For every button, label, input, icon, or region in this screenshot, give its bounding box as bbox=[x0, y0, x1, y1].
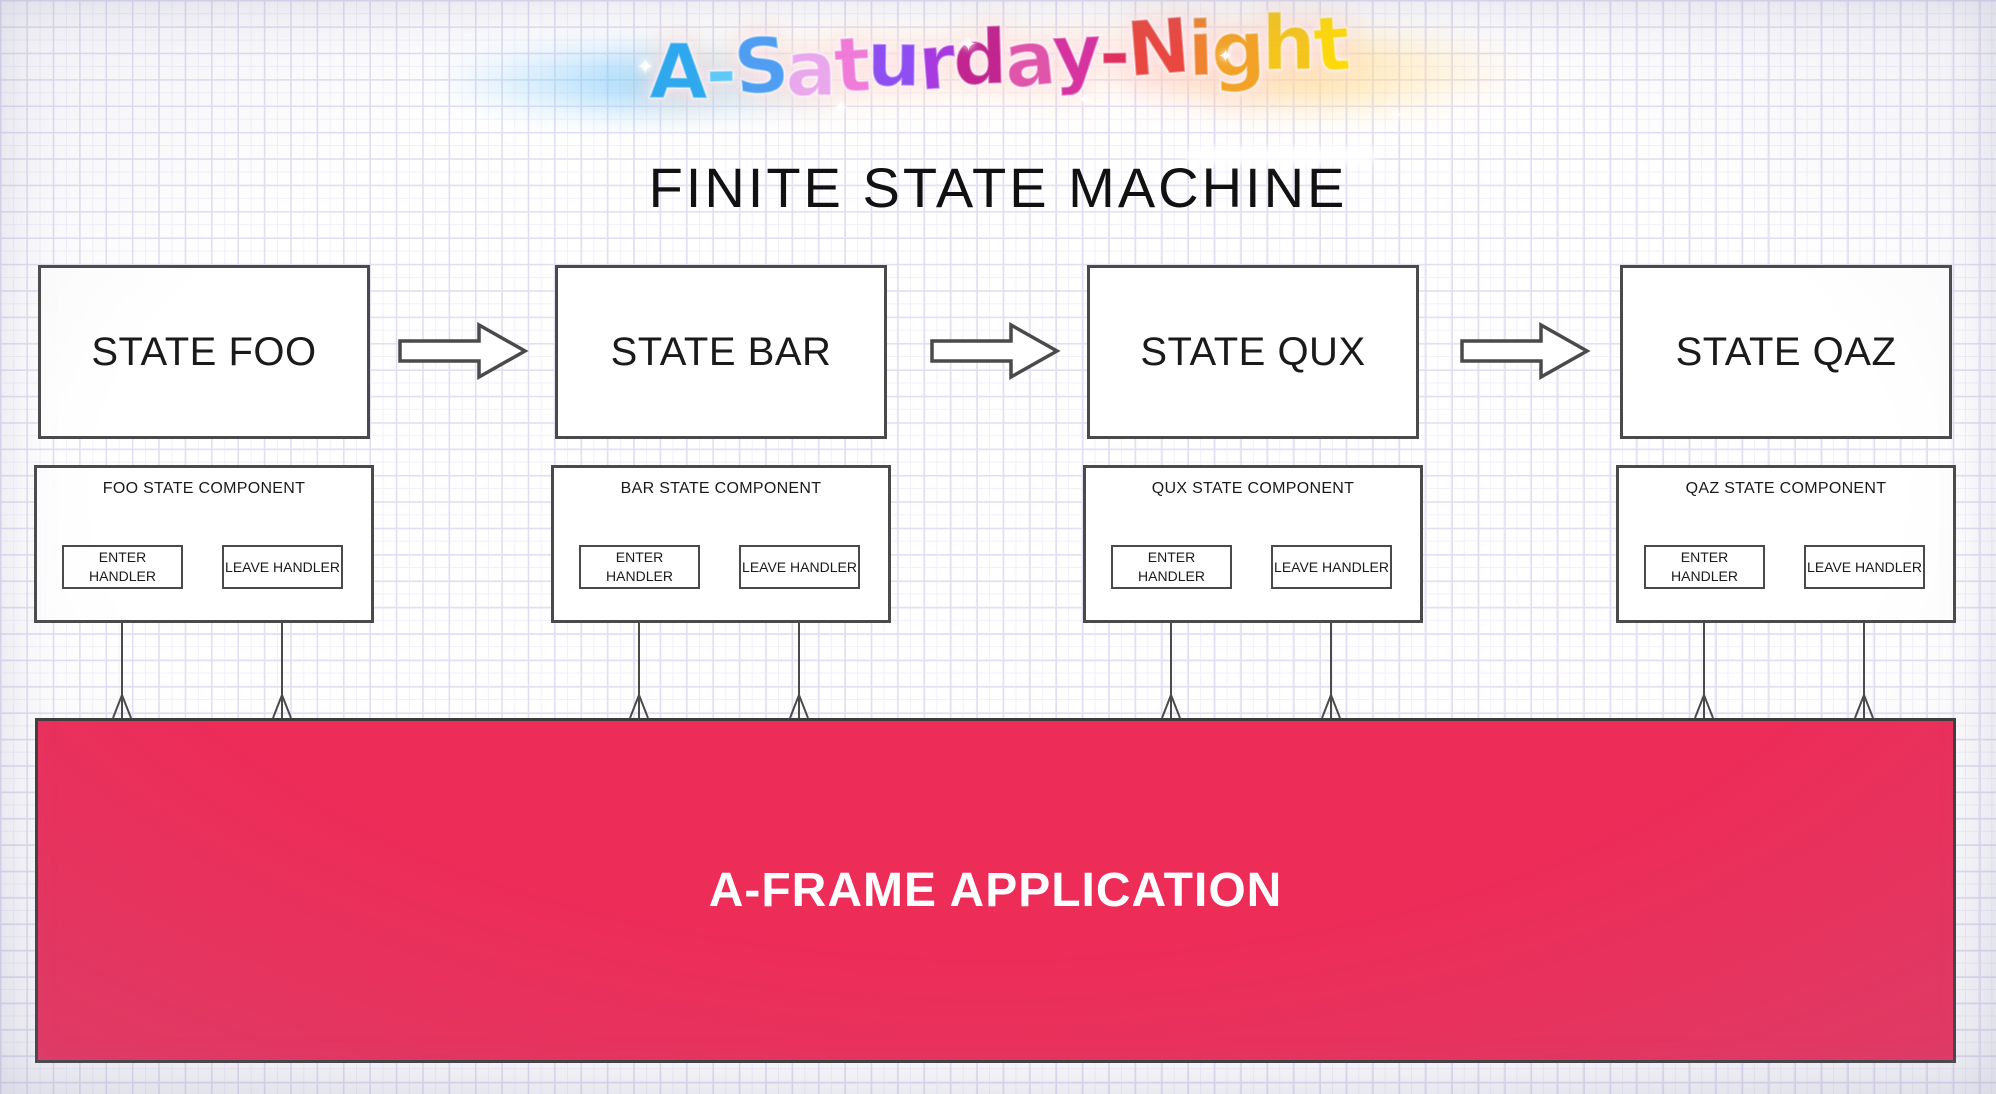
sparkle-icon: ✦ bbox=[1078, 92, 1092, 109]
flow-arrow-icon bbox=[1460, 322, 1591, 380]
leave-handler-label: LEAVE HANDLER bbox=[742, 558, 857, 575]
state-box-qaz: STATE QAZ bbox=[1620, 265, 1952, 439]
state-label: STATE BAR bbox=[610, 329, 832, 374]
sparkle-icon: ✦ bbox=[1218, 46, 1234, 66]
state-label: STATE QAZ bbox=[1675, 329, 1897, 374]
enter-handler-label: ENTER HANDLER bbox=[89, 549, 156, 584]
enter-handler-label: ENTER HANDLER bbox=[1138, 549, 1205, 584]
state-box-bar: STATE BAR bbox=[555, 265, 887, 439]
state-label: STATE QUX bbox=[1140, 329, 1366, 374]
enter-handler-box: ENTER HANDLER bbox=[1111, 545, 1232, 589]
component-box-qux: QUX STATE COMPONENT ENTER HANDLER LEAVE … bbox=[1083, 465, 1423, 623]
component-label: BAR STATE COMPONENT bbox=[620, 480, 822, 497]
leave-handler-box: LEAVE HANDLER bbox=[739, 545, 860, 589]
component-label: FOO STATE COMPONENT bbox=[102, 480, 306, 497]
component-box-bar: BAR STATE COMPONENT ENTER HANDLER LEAVE … bbox=[551, 465, 891, 623]
leave-handler-label: LEAVE HANDLER bbox=[225, 558, 340, 575]
logo-glow-streak-right bbox=[1108, 36, 1538, 106]
logo-glow-artifact bbox=[1186, 148, 1376, 163]
state-box-foo: STATE FOO bbox=[38, 265, 370, 439]
leave-handler-box: LEAVE HANDLER bbox=[222, 545, 343, 589]
enter-handler-label: ENTER HANDLER bbox=[606, 549, 673, 584]
aframe-application-label: A-FRAME APPLICATION bbox=[708, 864, 1283, 917]
leave-handler-box: LEAVE HANDLER bbox=[1271, 545, 1392, 589]
sparkle-icon: ✦ bbox=[636, 54, 655, 79]
sparkle-icon: ✦ bbox=[960, 34, 977, 56]
enter-handler-box: ENTER HANDLER bbox=[579, 545, 700, 589]
state-label: STATE FOO bbox=[91, 329, 317, 374]
page-title: FINITE STATE MACHINE bbox=[648, 156, 1348, 219]
component-label: QUX STATE COMPONENT bbox=[1151, 480, 1355, 497]
enter-handler-box: ENTER HANDLER bbox=[1644, 545, 1765, 589]
component-box-foo: FOO STATE COMPONENT ENTER HANDLER LEAVE … bbox=[34, 465, 374, 623]
component-label: QAZ STATE COMPONENT bbox=[1685, 480, 1887, 497]
enter-handler-box: ENTER HANDLER bbox=[62, 545, 183, 589]
leave-handler-label: LEAVE HANDLER bbox=[1807, 558, 1922, 575]
state-box-qux: STATE QUX bbox=[1087, 265, 1419, 439]
sparkle-icon: ✦ bbox=[833, 98, 849, 118]
sparkle-icon: ✦ bbox=[1390, 107, 1403, 124]
leave-handler-label: LEAVE HANDLER bbox=[1274, 558, 1389, 575]
component-box-qaz: QAZ STATE COMPONENT ENTER HANDLER LEAVE … bbox=[1616, 465, 1956, 623]
aframe-application-box: A-FRAME APPLICATION bbox=[35, 718, 1956, 1063]
leave-handler-box: LEAVE HANDLER bbox=[1804, 545, 1925, 589]
logo-glow-streak-left bbox=[428, 54, 848, 109]
logo: A-Saturday-Night ✦ ✦ ✦ ✦ ✦ ✦ bbox=[428, 0, 1538, 163]
enter-handler-label: ENTER HANDLER bbox=[1671, 549, 1738, 584]
flow-arrow-icon bbox=[398, 322, 529, 380]
flow-arrow-icon bbox=[930, 322, 1061, 380]
